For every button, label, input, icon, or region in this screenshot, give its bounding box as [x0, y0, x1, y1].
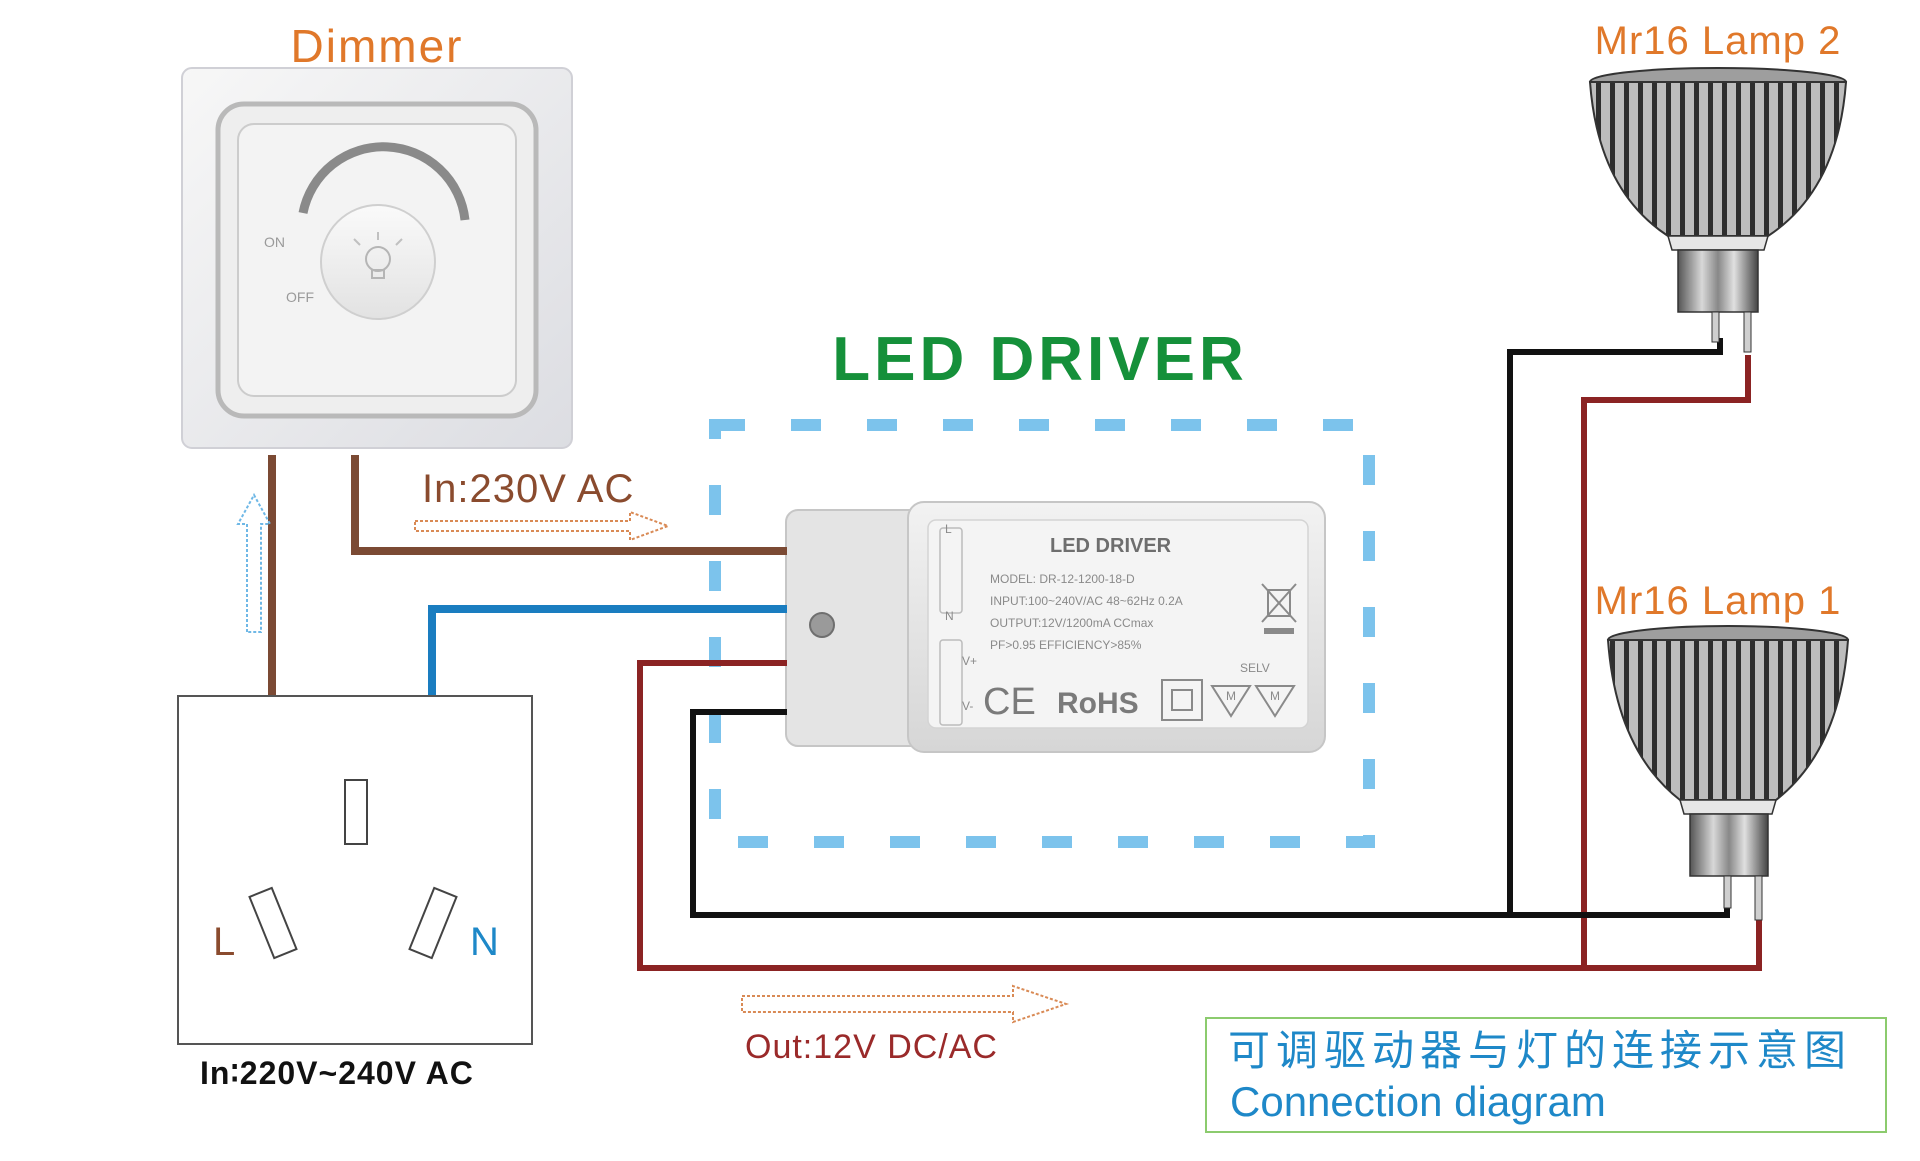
caption-english: Connection diagram [1230, 1078, 1606, 1125]
socket-earth-slot [344, 779, 368, 845]
socket-live-slot [248, 886, 298, 960]
driver-label-panel [927, 519, 1309, 729]
driver-vminus-label: V- [962, 699, 973, 713]
m-triangle-icon: M M [1210, 685, 1296, 718]
driver-input-spec: INPUT:100~240V/AC 48~62Hz 0.2A [990, 594, 1183, 608]
socket-input-caption: In∶220V~240V AC [200, 1055, 474, 1091]
svg-text:M: M [1270, 689, 1280, 703]
output-voltage-label: Out:12V DC/AC [745, 1028, 998, 1066]
driver-pf-spec: PF>0.95 EFFICIENCY>85% [990, 638, 1142, 652]
lamp1-label: Mr16 Lamp 1 [1595, 579, 1842, 623]
led-driver-dashed-box [709, 419, 1375, 848]
lamp1-heatsink [1606, 639, 1850, 801]
dimmer-switch: Dimmer ON OFF [181, 20, 573, 449]
driver-output-spec: OUTPUT:12V/1200mA CCmax [990, 616, 1153, 630]
negative-wire-lamp1 [690, 709, 1730, 918]
socket-neutral-slot [408, 886, 458, 960]
live-wire-to-driver [351, 455, 787, 555]
wall-socket: L N [177, 695, 533, 1045]
socket-l-label: L [213, 920, 236, 964]
caption-chinese: 可调驱动器与灯的连接示意图 [1228, 1026, 1852, 1075]
double-insulation-icon [1161, 679, 1203, 721]
dimmer-off-label: OFF [286, 289, 314, 305]
driver-input-l: L [945, 522, 952, 536]
driver-terminal-end [785, 509, 925, 747]
driver-screw [809, 612, 835, 638]
lamp2-label: Mr16 Lamp 2 [1595, 19, 1842, 63]
lamp2-base [1677, 249, 1759, 313]
upward-flow-arrow [236, 492, 272, 633]
caption-border [1205, 1017, 1887, 1133]
input-voltage-label: In:230V AC [422, 467, 634, 511]
driver-input-n: N [945, 609, 954, 623]
led-driver-unit: L N V+ V- LED DRIVER MODEL: DR-12-1200-1… [785, 501, 1326, 753]
input-flow-arrow [414, 510, 671, 542]
dimmer-arc [298, 142, 470, 221]
driver-model: MODEL: DR-12-1200-18-D [990, 572, 1135, 586]
lamp1-base [1689, 813, 1769, 877]
light-bulb-icon [353, 232, 403, 279]
driver-label-title: LED DRIVER [1050, 535, 1172, 557]
rohs-mark: RoHS [1057, 687, 1139, 720]
positive-wire-lamp1 [637, 660, 1762, 971]
caption-box: 可调驱动器与灯的连接示意图 Connection diagram [1205, 1017, 1887, 1133]
output-flow-arrow [741, 984, 1070, 1024]
led-driver-title: LED DRIVER [832, 325, 1247, 394]
driver-input-terminal [939, 527, 963, 614]
svg-text:M: M [1226, 689, 1236, 703]
weee-bin-icon [1261, 583, 1297, 634]
driver-vplus-label: V+ [962, 654, 977, 668]
dimmer-knob[interactable] [320, 204, 436, 320]
socket-outline [177, 695, 533, 1045]
selv-label: SELV [1240, 661, 1270, 675]
driver-output-terminal [939, 639, 963, 726]
positive-wire-lamp2 [1581, 355, 1751, 968]
ce-mark: CE [983, 681, 1036, 723]
dimmer-title: Dimmer [291, 20, 464, 72]
mr16-lamp-2 [1588, 67, 1848, 353]
mr16-lamp-1 [1606, 625, 1850, 921]
dimmer-on-label: ON [264, 234, 285, 250]
negative-wire-lamp2 [1507, 338, 1723, 915]
socket-n-label: N [470, 920, 499, 964]
lamp2-heatsink [1588, 81, 1848, 237]
